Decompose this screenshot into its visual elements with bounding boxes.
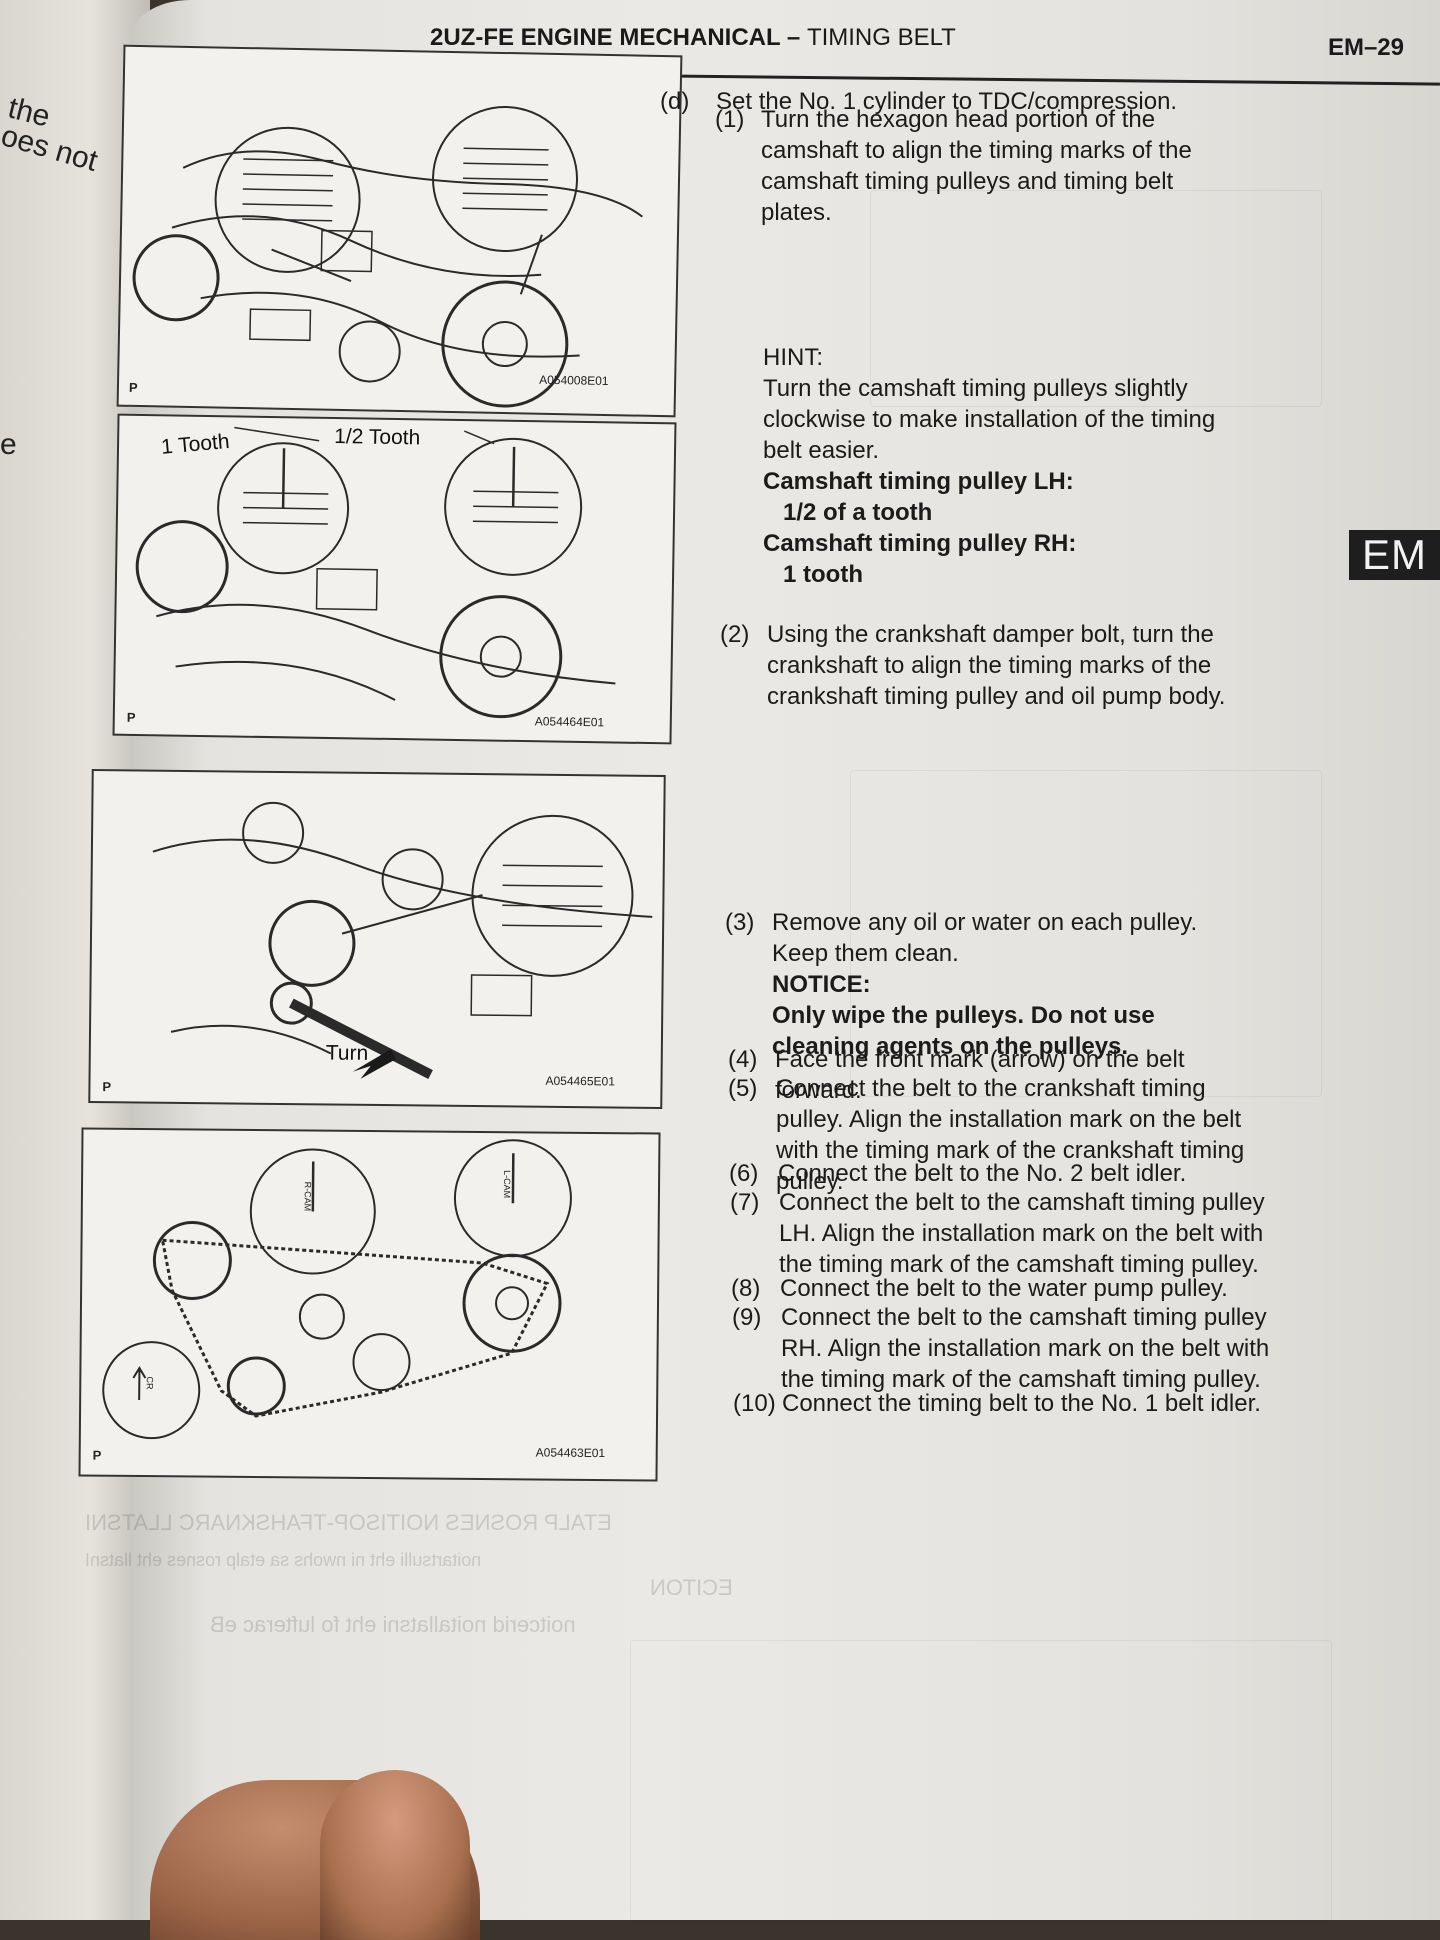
figure-crankshaft-turn-drawing xyxy=(152,801,653,1080)
step-8-num: (8) xyxy=(731,1275,761,1302)
step-4-num: (4) xyxy=(728,1046,758,1073)
bleed-through-text: noitcerid noitallatsni eht fo lufterac e… xyxy=(210,1612,576,1637)
manual-page: 2UZ-FE ENGINE MECHANICAL – TIMING BELT E… xyxy=(78,0,1440,1922)
finger xyxy=(320,1770,470,1940)
figure-timing-belt-routing-drawing xyxy=(102,1139,572,1440)
figure-p-marker: P xyxy=(126,709,136,725)
step-1-num: (1) xyxy=(715,106,745,133)
bleed-through-text: noitartsulli eht ni nwohs sa etalp rosne… xyxy=(85,1550,482,1570)
step-6-num: (6) xyxy=(729,1160,759,1187)
figure-crankshaft-turn: Turn A054465E01 P xyxy=(88,769,666,1109)
left-page-fragment: oes not xyxy=(0,119,102,178)
step-8-text: Connect the belt to the water pump pulle… xyxy=(780,1275,1228,1302)
step-5-text: Connect the belt to the crankshaft timin… xyxy=(776,1075,1245,1195)
callout-half-tooth: 1/2 Tooth xyxy=(334,425,421,450)
step-4-text: Face the front mark (arrow) on the belt … xyxy=(775,1046,1185,1104)
figure-code: A054463E01 xyxy=(535,1445,606,1461)
l-cam-label: L-CAM xyxy=(501,1170,513,1199)
ghost-frame xyxy=(870,190,1322,407)
em-section-tab: EM xyxy=(1349,530,1440,580)
figure-code: A054008E01 xyxy=(539,372,609,389)
page-header: 2UZ-FE ENGINE MECHANICAL – TIMING BELT E… xyxy=(430,24,1430,64)
figure-camshaft-marks-drawing xyxy=(132,106,643,408)
figure-pulley-offset-drawing xyxy=(135,426,616,719)
step-3-text: Remove any oil or water on each pulley. … xyxy=(772,909,1198,967)
step-7-num: (7) xyxy=(730,1189,760,1216)
page-number: EM–29 xyxy=(1327,34,1404,61)
figure-code: A054465E01 xyxy=(545,1073,616,1089)
bleed-through-text: ECITON xyxy=(650,1575,733,1600)
hint-rh-label: Camshaft timing pulley RH: xyxy=(763,530,1077,557)
ghost-frame xyxy=(850,770,1322,1097)
figure-p-marker: P xyxy=(128,379,138,396)
hint-label: HINT: xyxy=(763,344,823,371)
r-cam-label: R-CAM xyxy=(302,1181,313,1212)
step-9-num: (9) xyxy=(732,1304,762,1331)
figure-camshaft-marks: A054008E01 P xyxy=(116,44,683,418)
hint-rh-value: 1 tooth xyxy=(783,561,863,588)
step-7-text: Connect the belt to the camshaft timing … xyxy=(779,1189,1265,1278)
step-9-text: Connect the belt to the camshaft timing … xyxy=(781,1304,1270,1393)
hint-lh-value: 1/2 of a tooth xyxy=(783,499,933,526)
hint-text: Turn the camshaft timing pulleys slightl… xyxy=(763,375,1216,464)
step-d-label: (d) xyxy=(660,88,690,115)
step-3-num: (3) xyxy=(725,909,755,936)
step-10-num: (10) xyxy=(733,1390,776,1417)
step-2-text: Using the crankshaft damper bolt, turn t… xyxy=(767,621,1226,710)
step-6-text: Connect the belt to the No. 2 belt idler… xyxy=(778,1160,1187,1187)
step-1-text: Turn the hexagon head portion of the cam… xyxy=(761,106,1192,226)
figure-p-marker: P xyxy=(102,1079,112,1095)
bleed-through-text: ETALP ROSNES NOITISOP-TFAHSKNARC LLATSNI xyxy=(85,1510,612,1535)
step-5-num: (5) xyxy=(728,1075,758,1102)
step-d-text: Set the No. 1 cylinder to TDC/compressio… xyxy=(716,88,1178,115)
header-title: 2UZ-FE ENGINE MECHANICAL – TIMING BELT xyxy=(430,24,956,51)
step-2-num: (2) xyxy=(720,621,750,648)
step-3-body: Remove any oil or water on each pulley. … xyxy=(772,907,1252,1062)
figure-code: A054464E01 xyxy=(534,714,605,730)
notice-label: NOTICE: xyxy=(772,971,871,998)
step-10-text: Connect the timing belt to the No. 1 bel… xyxy=(782,1390,1261,1417)
cr-label: CR xyxy=(144,1376,155,1390)
figure-timing-belt-routing: A054463E01 P R-CAM L-CAM CR xyxy=(78,1127,661,1482)
figure-pulley-offset: 1 Tooth 1/2 Tooth A054464E01 P xyxy=(112,413,677,745)
hint-block: HINT: Turn the camshaft timing pulleys s… xyxy=(763,342,1233,590)
notice-text: Only wipe the pulleys. Do not use cleani… xyxy=(772,1002,1155,1060)
hint-lh-label: Camshaft timing pulley LH: xyxy=(763,468,1074,495)
callout-turn: Turn xyxy=(325,1041,369,1065)
figure-p-marker: P xyxy=(92,1447,102,1463)
left-page-fragment: e xyxy=(0,428,17,461)
ghost-frame xyxy=(630,1640,1332,1922)
